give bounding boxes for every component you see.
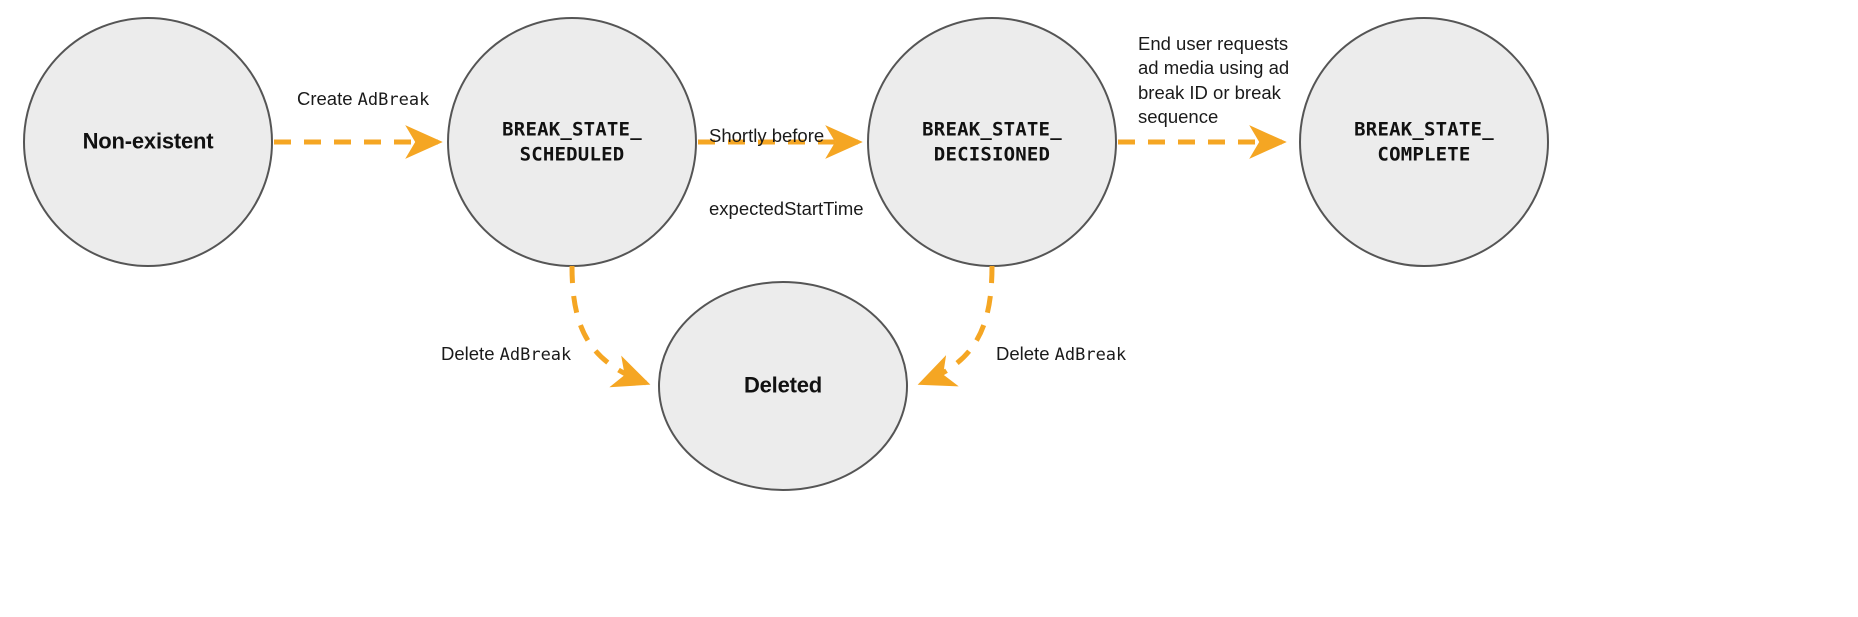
node-break-state-decisioned[interactable] <box>867 17 1117 267</box>
node-deleted[interactable] <box>658 281 908 491</box>
edge-delete-adbreak-from-decisioned[interactable] <box>917 265 995 387</box>
node-non-existent[interactable] <box>23 17 273 267</box>
node-break-state-scheduled[interactable] <box>447 17 697 267</box>
node-break-state-complete[interactable] <box>1299 17 1549 267</box>
edge-delete-adbreak-from-scheduled[interactable] <box>569 265 651 388</box>
